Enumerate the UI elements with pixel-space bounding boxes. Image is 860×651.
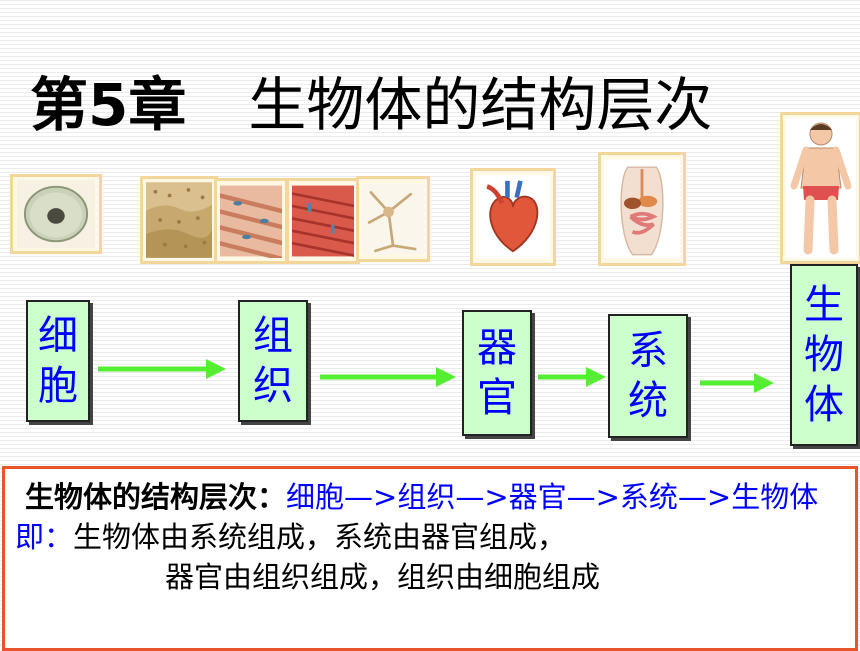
summary-line-1: 生物体的结构层次：细胞—>组织—>器官—>系统—>生物体: [15, 477, 855, 517]
summary-sequence: 细胞—>组织—>器官—>系统—>生物体: [286, 480, 819, 514]
level-system-label: 系统: [628, 328, 668, 424]
arrow-organ-to-system: [538, 367, 606, 387]
heart-image: [470, 168, 556, 266]
level-cell-box: 细胞: [26, 300, 90, 422]
cardiac-muscle-image: [286, 178, 360, 264]
level-tissue-box: 组织: [238, 300, 308, 422]
level-organism-label: 生物体: [804, 282, 844, 428]
level-organ-box: 器官: [462, 310, 532, 436]
epithelial-tissue-image: [140, 176, 218, 264]
human-body-image: [780, 112, 860, 264]
summary-label: 生物体的结构层次：: [25, 480, 287, 514]
arrow-tissue-to-organ: [320, 367, 456, 387]
digestive-system-image: [598, 152, 686, 266]
page-title: 第5章生物体的结构层次: [30, 58, 712, 142]
level-tissue-label: 组织: [253, 313, 293, 409]
chapter-label: 第5章: [30, 71, 187, 139]
summary-prefix: 即：: [15, 520, 74, 554]
cell-image: [10, 174, 102, 254]
arrow-cell-to-tissue: [98, 359, 226, 379]
chapter-title: 生物体的结构层次: [248, 71, 713, 139]
level-system-box: 系统: [608, 314, 688, 438]
summary-line-2: 即：生物体由系统组成，系统由器官组成，: [15, 517, 855, 557]
arrow-system-to-organism: [700, 373, 774, 393]
nerve-tissue-image: [356, 176, 430, 262]
level-organism-box: 生物体: [790, 264, 858, 446]
summary-box: 生物体的结构层次：细胞—>组织—>器官—>系统—>生物体 即：生物体由系统组成，…: [2, 466, 858, 651]
muscle-tissue-image: [214, 178, 288, 264]
level-cell-label: 细胞: [38, 313, 78, 409]
summary-line-3: 器官由组织组成，组织由细胞组成: [165, 560, 601, 594]
level-organ-label: 器官: [477, 325, 517, 421]
summary-line-2-text: 生物体由系统组成，系统由器官组成，: [73, 520, 567, 554]
